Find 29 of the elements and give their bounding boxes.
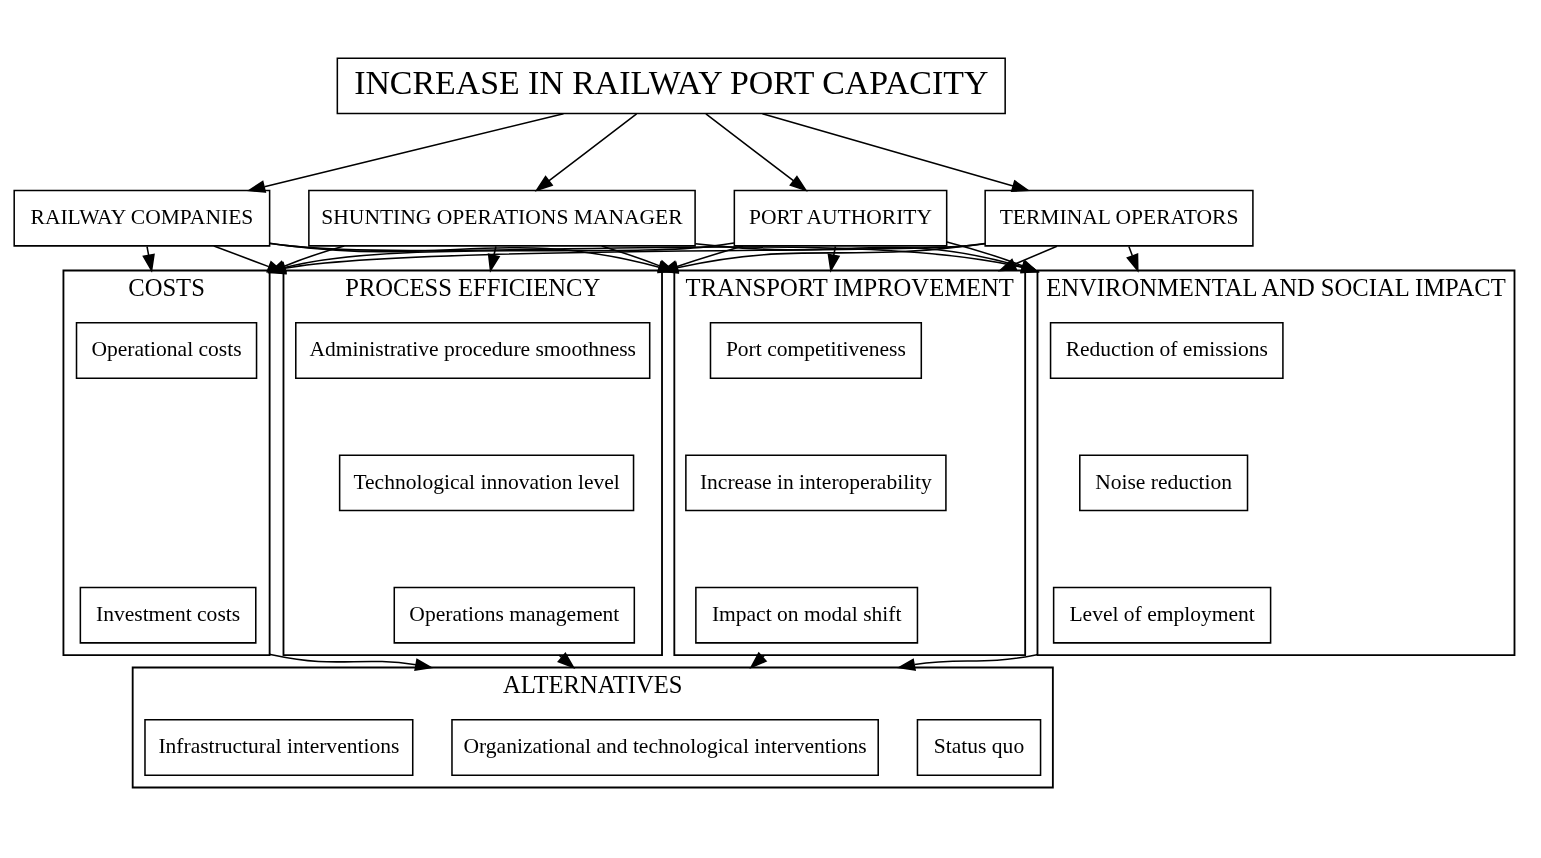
node-box: Increase in interoperability — [685, 454, 947, 512]
arrow — [761, 112, 1031, 193]
node-box: Technological innovation level — [338, 454, 635, 512]
arrow — [487, 245, 501, 273]
arrow — [142, 245, 155, 273]
arrow — [557, 652, 576, 670]
arrow — [268, 653, 434, 671]
node-box: RAILWAY COMPANIES — [13, 189, 271, 247]
node-box: TERMINAL OPERATORS — [984, 189, 1254, 247]
node-box: SHUNTING OPERATIONS MANAGER — [308, 189, 696, 247]
arrow — [534, 113, 638, 192]
node-box: Operational costs — [75, 322, 258, 379]
node-box: Status quo — [916, 719, 1042, 776]
node-box: INCREASE IN RAILWAY PORT CAPACITY — [336, 57, 1006, 115]
arrow — [896, 653, 1039, 671]
arrow — [246, 112, 565, 193]
node-box: Organizational and technological interventions — [451, 719, 879, 776]
node-box: Reduction of emissions — [1049, 322, 1284, 379]
arrow — [705, 113, 808, 192]
arrow — [1126, 245, 1139, 273]
node-box: Impact on modal shift — [695, 586, 919, 644]
node-box: Investment costs — [79, 586, 257, 644]
node-box: Infrastructural interventions — [144, 719, 414, 776]
node-box: PORT AUTHORITY — [733, 189, 948, 247]
node-box: Operations management — [393, 586, 636, 644]
node-box: Noise reduction — [1079, 454, 1249, 512]
node-box: Administrative procedure smoothness — [295, 322, 651, 379]
node-box: Level of employment — [1052, 586, 1272, 644]
node-box: Port competitiveness — [709, 322, 923, 379]
